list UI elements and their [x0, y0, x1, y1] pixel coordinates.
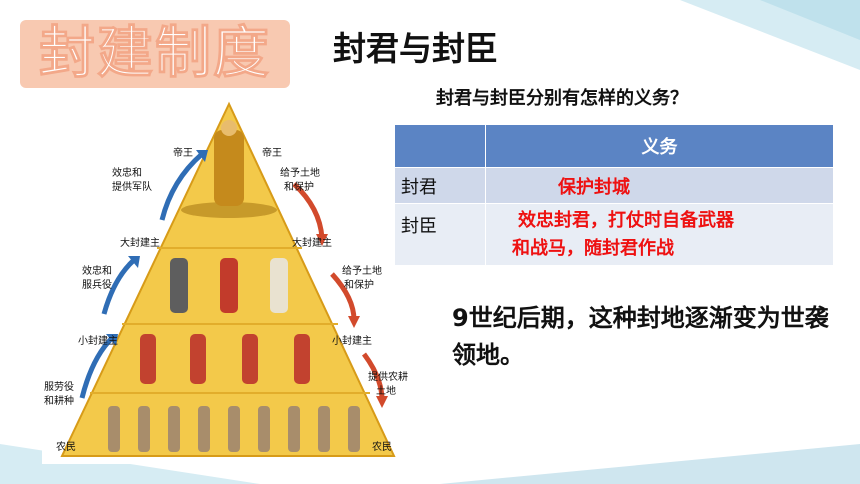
- label-duty-right-3a: 提供农耕: [368, 370, 408, 383]
- table-row: 封君 保护封城: [394, 167, 834, 204]
- great-lord-figures: [170, 258, 288, 313]
- feudal-pyramid-illustration: 帝王 帝王 效忠和 提供军队 给予土地 和保护 大封建主 大封建主 效忠和 服兵…: [42, 98, 412, 464]
- label-duty-right-2a: 给予土地: [342, 264, 382, 277]
- duty-text: 保护封城: [558, 176, 630, 198]
- subtitle: 封君与封臣: [333, 29, 498, 68]
- bottom-right-decoration: [440, 444, 860, 484]
- role-cell: 封臣: [394, 203, 486, 266]
- label-duty-left-3b: 和耕种: [44, 394, 74, 407]
- label-duty-right-1b: 和保护: [284, 180, 314, 193]
- label-king-left: 帝王: [173, 146, 193, 159]
- duty-table: 义务 封君 保护封城 封臣 效忠封君，打仗时自备武器 和战马，随封君作战: [394, 124, 834, 266]
- role-cell: 封君: [394, 167, 486, 204]
- label-duty-left-1a: 效忠和: [112, 166, 142, 179]
- label-peasant-right: 农民: [372, 440, 392, 453]
- label-duty-left-3a: 服劳役: [44, 380, 74, 393]
- table-header-duty: 义务: [485, 124, 834, 168]
- big-title-box: 封建制度: [20, 20, 290, 88]
- label-duty-right-2b: 和保护: [344, 278, 374, 291]
- table-header-row: 义务: [394, 124, 834, 168]
- label-lesser-lord-left: 小封建主: [78, 334, 118, 347]
- label-great-lord-left: 大封建主: [120, 236, 160, 249]
- big-title: 封建制度: [39, 21, 271, 87]
- king-figure: [214, 130, 244, 206]
- label-duty-right-1a: 给予土地: [280, 166, 320, 179]
- conclusion-text: 9世纪后期，这种封地逐渐变为世袭领地。: [452, 304, 829, 369]
- label-duty-left-2a: 效忠和: [82, 264, 112, 277]
- duty-cell: 效忠封君，打仗时自备武器 和战马，随封君作战: [485, 203, 834, 266]
- duty-cell: 保护封城: [485, 167, 834, 204]
- label-lesser-lord-right: 小封建主: [332, 334, 372, 347]
- label-duty-right-3b: 土地: [376, 384, 396, 397]
- label-peasant-left: 农民: [56, 440, 76, 453]
- question-text: 封君与封臣分别有怎样的义务？: [436, 88, 688, 109]
- label-duty-left-1b: 提供军队: [112, 180, 152, 193]
- duty-text-line2: 和战马，随封君作战: [512, 237, 674, 259]
- table-header-empty: [394, 124, 486, 168]
- duty-text-line1: 效忠封君，打仗时自备武器: [518, 209, 734, 231]
- top-right-decoration: [680, 0, 860, 70]
- table-row: 封臣 效忠封君，打仗时自备武器 和战马，随封君作战: [394, 203, 834, 266]
- peasant-figures: [108, 406, 360, 452]
- lesser-lord-figures: [140, 334, 310, 384]
- label-duty-left-2b: 服兵役: [82, 278, 112, 291]
- label-king-right: 帝王: [262, 146, 282, 159]
- label-great-lord-right: 大封建主: [292, 236, 332, 249]
